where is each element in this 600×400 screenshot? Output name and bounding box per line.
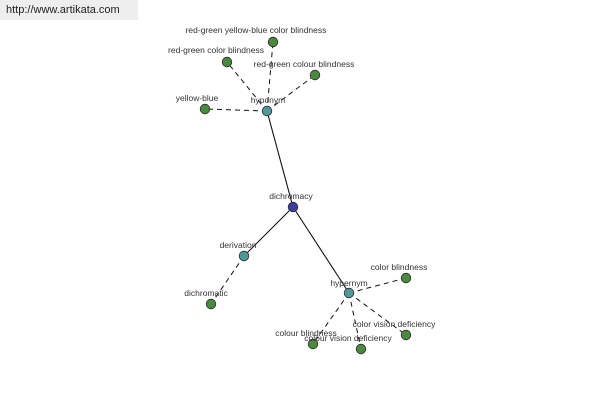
edge-hypernym-t7 xyxy=(348,292,407,336)
node-hyponym[interactable] xyxy=(261,105,273,117)
source-url-link[interactable]: http://www.artikata.com xyxy=(0,0,138,20)
node-label-t9[interactable]: colour vision deficiency xyxy=(304,333,392,343)
node-label-t3[interactable]: red-green colour blindness xyxy=(254,59,355,69)
node-t2[interactable] xyxy=(221,56,233,68)
node-label-hypernym[interactable]: hypernym xyxy=(330,278,367,288)
edge-center-hyponym xyxy=(266,110,294,208)
edge-hyponym-t1 xyxy=(266,41,274,112)
node-label-derivation[interactable]: derivation xyxy=(220,240,257,250)
node-t9[interactable] xyxy=(355,343,367,355)
edge-hypernym-t8 xyxy=(312,292,350,345)
node-label-t2[interactable]: red-green color blindness xyxy=(168,45,264,55)
edge-derivation-t5 xyxy=(210,255,245,305)
graph-edges xyxy=(204,41,407,350)
edge-center-derivation xyxy=(243,206,294,257)
node-label-t6[interactable]: color blindness xyxy=(371,262,428,272)
node-center[interactable] xyxy=(287,201,299,213)
node-label-center[interactable]: dichromacy xyxy=(269,191,313,201)
edge-hypernym-t6 xyxy=(348,277,407,294)
node-t8[interactable] xyxy=(307,338,319,350)
node-label-t4[interactable]: yellow-blue xyxy=(176,93,219,103)
node-t5[interactable] xyxy=(205,298,217,310)
node-label-t7[interactable]: color vision deficiency xyxy=(353,319,436,329)
edge-hyponym-t4 xyxy=(204,108,268,112)
edge-hyponym-t2 xyxy=(226,61,268,112)
node-t7[interactable] xyxy=(400,329,412,341)
node-label-t5[interactable]: dichromatic xyxy=(184,288,228,298)
node-t4[interactable] xyxy=(199,103,211,115)
node-derivation[interactable] xyxy=(238,250,250,262)
node-t3[interactable] xyxy=(309,69,321,81)
graph-labels: dichromacy hyponym derivation hypernym red-g… xyxy=(168,25,436,343)
edge-hyponym-t3 xyxy=(266,74,316,112)
edge-hypernym-t9 xyxy=(348,292,362,350)
node-label-t8[interactable]: colour blindness xyxy=(275,328,336,338)
node-label-hyponym[interactable]: hyponym xyxy=(251,95,286,105)
node-t1[interactable] xyxy=(267,36,279,48)
node-t6[interactable] xyxy=(400,272,412,284)
node-hypernym[interactable] xyxy=(343,287,355,299)
graph-nodes xyxy=(199,36,412,355)
edge-center-hypernym xyxy=(292,206,350,294)
node-label-t1[interactable]: red-green yellow-blue color blindness xyxy=(186,25,327,35)
